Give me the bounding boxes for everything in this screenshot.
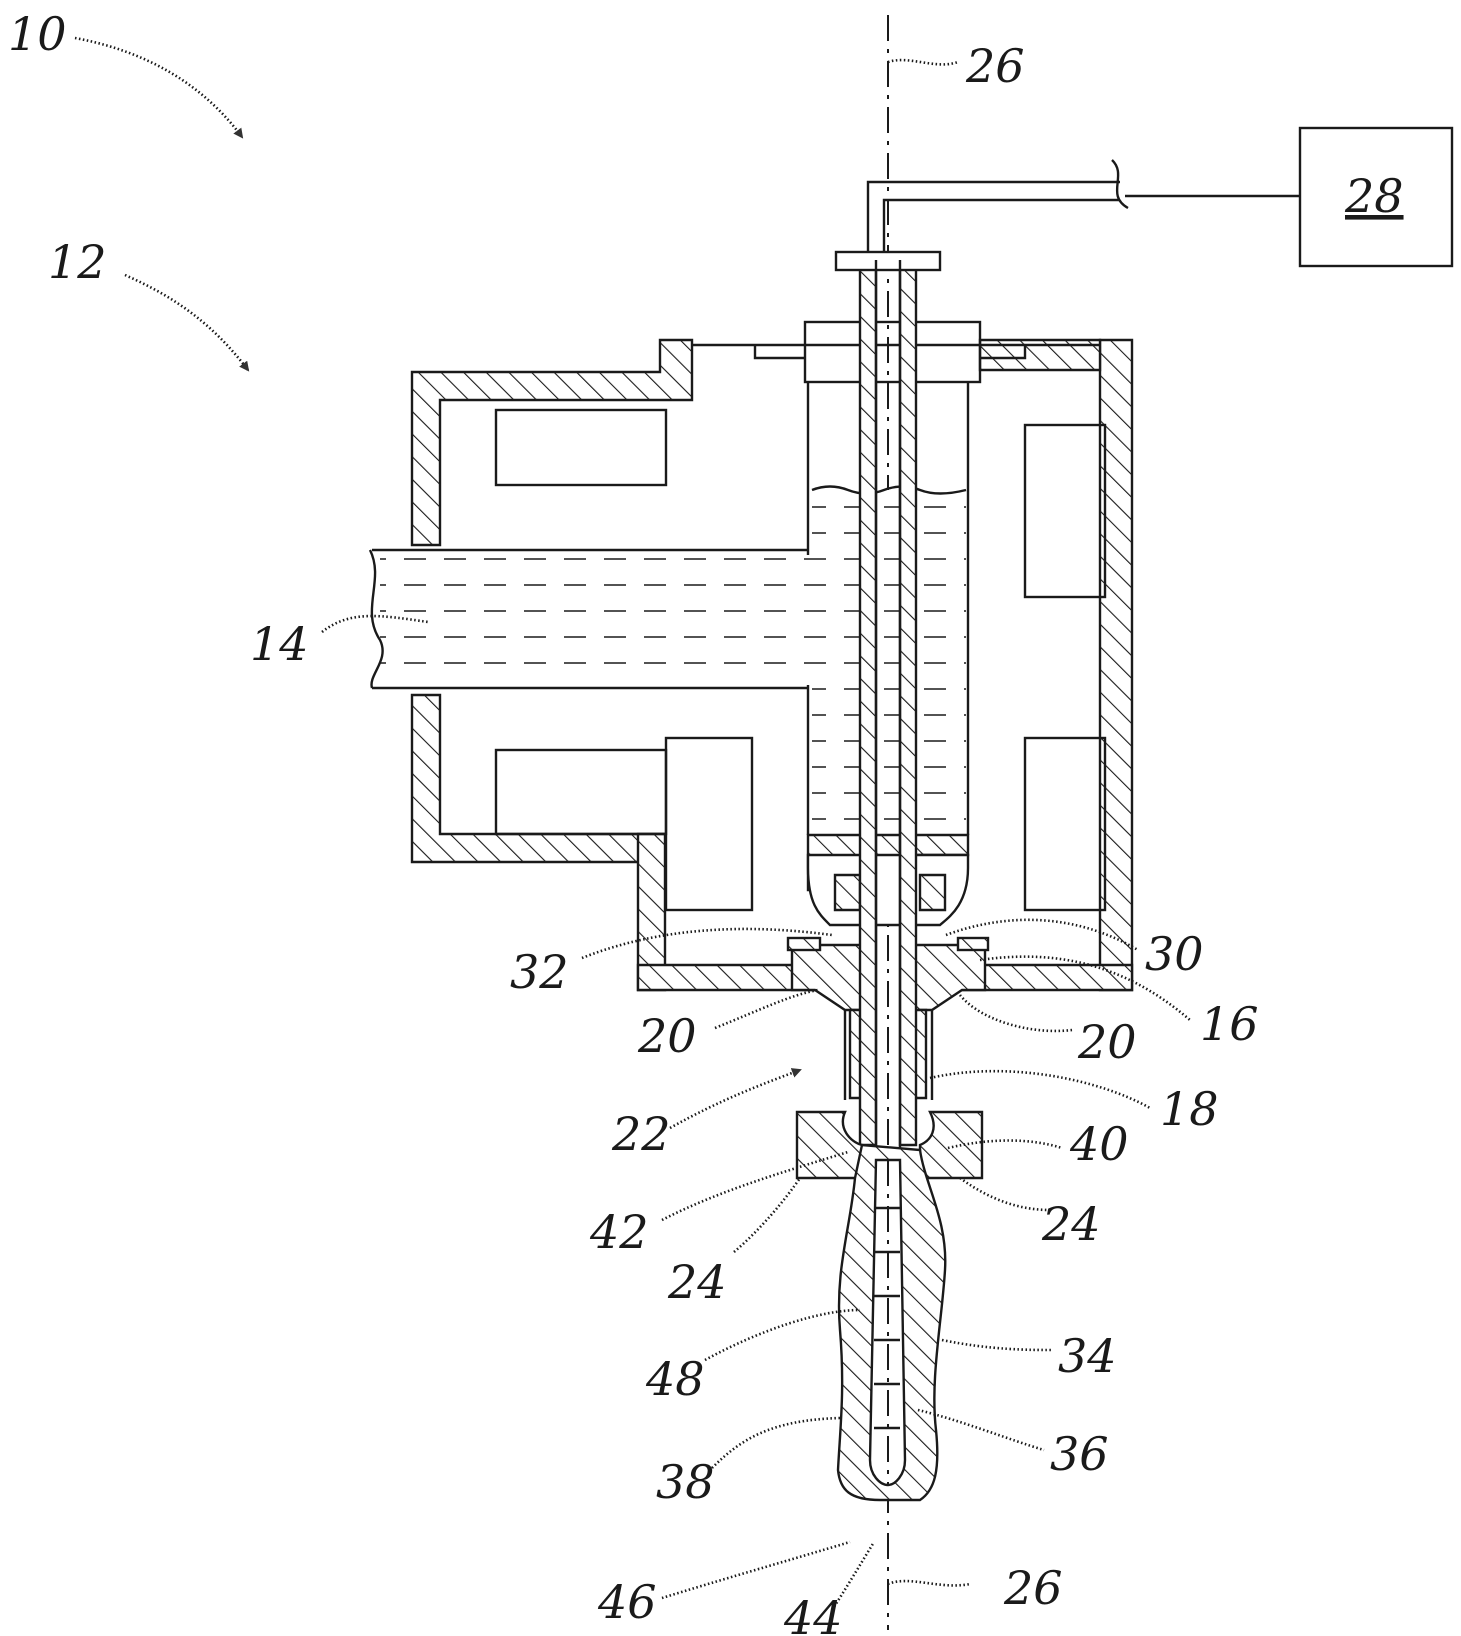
leader-26-top (887, 58, 959, 66)
ref-20-right: 20 (1077, 1015, 1137, 1069)
leader-lines (74, 36, 1191, 1611)
leader-22 (669, 1068, 802, 1130)
leader-36 (917, 1408, 1045, 1452)
ref-28: 28 (1344, 169, 1404, 223)
leader-20b (958, 994, 1073, 1033)
leader-40 (947, 1139, 1063, 1150)
ref-44: 44 (783, 1591, 843, 1636)
ref-24-right: 24 (1041, 1197, 1101, 1251)
leader-16 (979, 955, 1191, 1021)
leader-20a (714, 988, 819, 1030)
ref-32: 32 (510, 945, 569, 999)
leader-46 (661, 1540, 851, 1600)
ref-34: 34 (1058, 1329, 1117, 1383)
ref-26-top: 26 (965, 39, 1025, 93)
ref-48: 48 (645, 1352, 705, 1406)
inlet-channel (368, 485, 967, 835)
leader-18 (929, 1069, 1151, 1110)
ref-30: 30 (1145, 927, 1204, 981)
leader-42 (661, 1150, 849, 1222)
housing-cavities (494, 320, 1107, 912)
ref-18: 18 (1160, 1082, 1219, 1136)
leader-26-bot (887, 1579, 971, 1587)
piston (806, 833, 970, 927)
ref-12: 12 (48, 235, 107, 289)
reference-numerals: 10 12 14 26 28 30 32 16 20 20 18 22 40 4… (8, 7, 1404, 1636)
leader-24a (733, 1177, 802, 1253)
signal-conduit (866, 159, 1300, 260)
preform (836, 1143, 947, 1502)
ref-38: 38 (656, 1455, 715, 1509)
ref-46: 46 (597, 1575, 657, 1629)
ref-20-left: 20 (637, 1009, 697, 1063)
leader-38 (711, 1416, 841, 1469)
leader-14 (321, 614, 429, 634)
leader-34 (941, 1338, 1053, 1352)
leader-10 (74, 36, 244, 139)
ref-16: 16 (1200, 997, 1259, 1051)
ref-40: 40 (1069, 1117, 1129, 1171)
ref-10: 10 (8, 7, 67, 61)
housing (410, 338, 1134, 992)
leader-12 (124, 273, 250, 372)
ref-42: 42 (589, 1205, 649, 1259)
ref-36: 36 (1050, 1427, 1109, 1481)
leader-30 (945, 918, 1139, 952)
ref-22: 22 (611, 1107, 671, 1161)
central-needle (834, 250, 942, 1162)
ref-14: 14 (250, 617, 309, 671)
leader-44 (830, 1541, 876, 1611)
leader-32 (581, 927, 833, 960)
leader-24b (959, 1176, 1051, 1212)
ref-26-bottom: 26 (1003, 1561, 1063, 1615)
ref-24-left: 24 (667, 1255, 727, 1309)
leader-48 (704, 1308, 861, 1362)
